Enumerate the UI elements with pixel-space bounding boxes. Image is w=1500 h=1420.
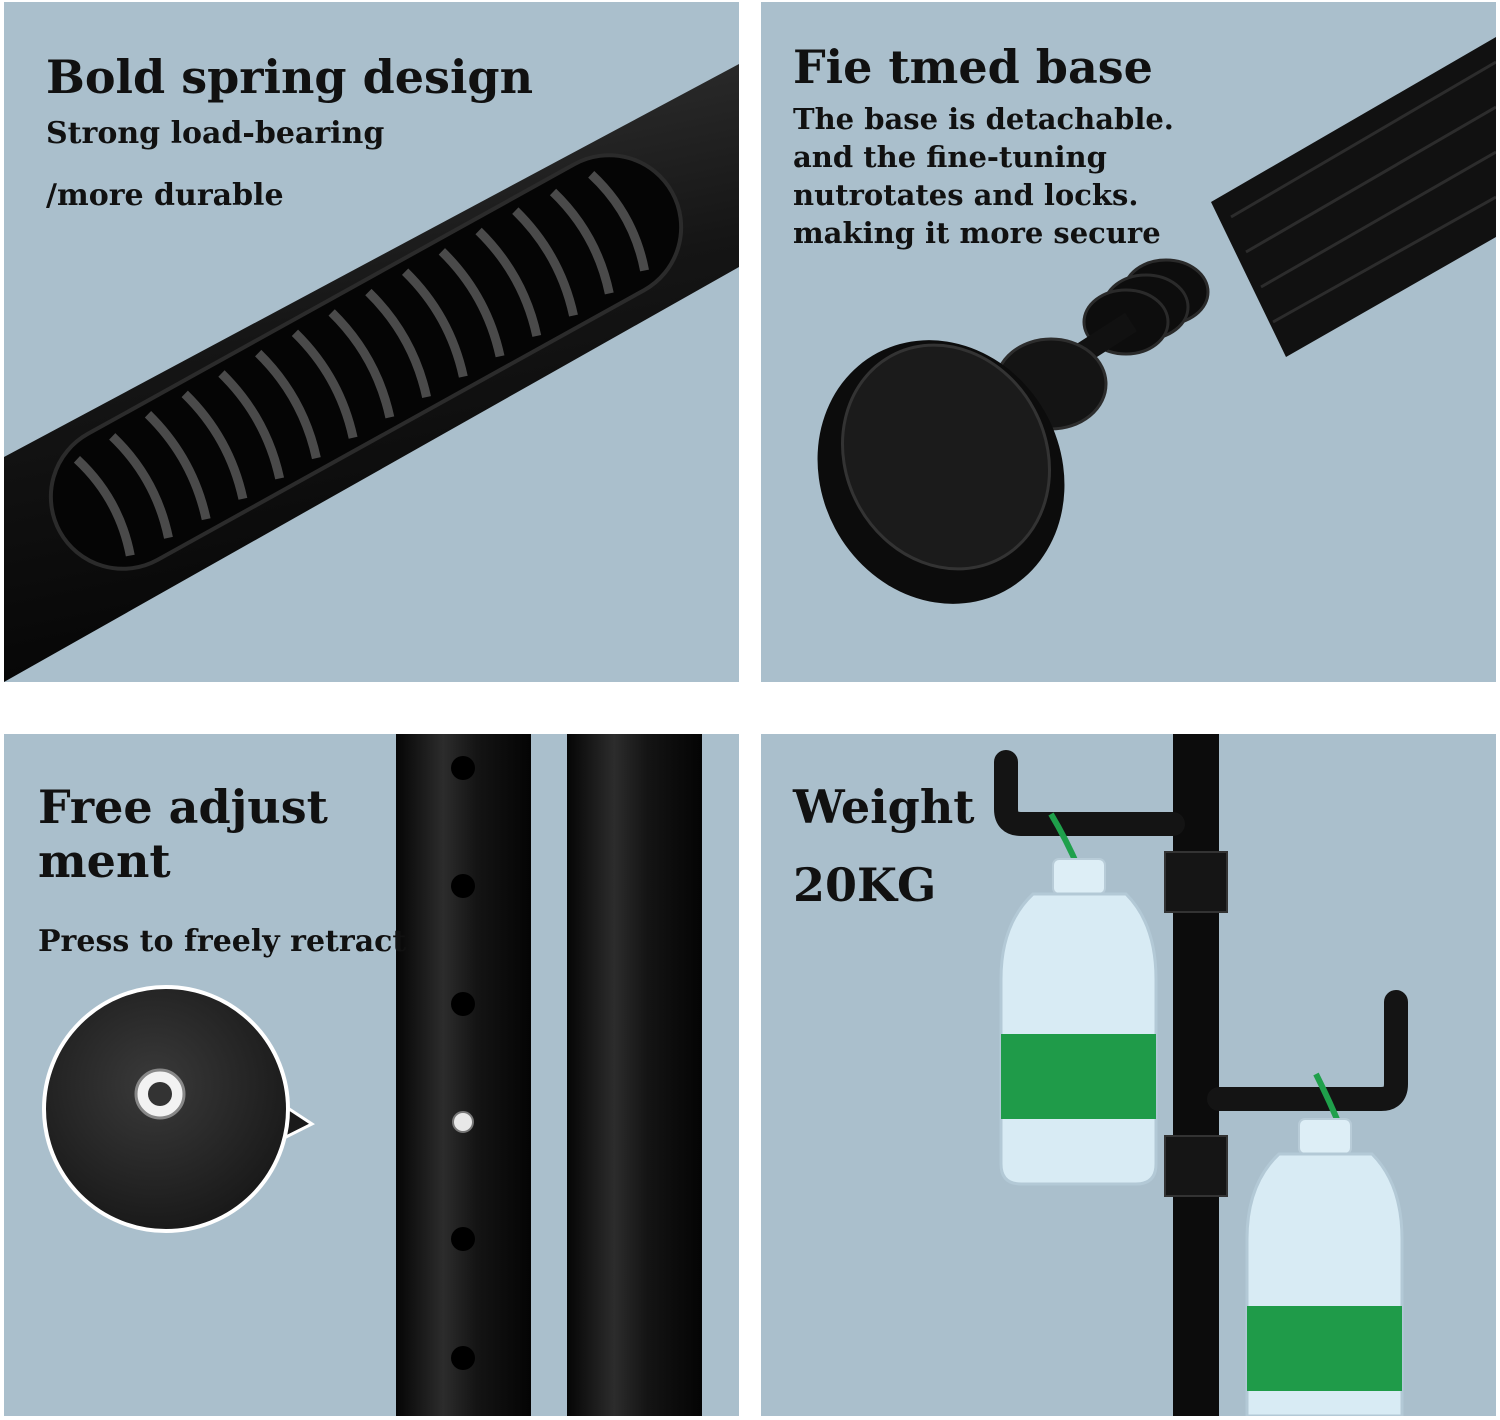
spring-line-2: /more durable (46, 178, 284, 213)
main-pole (1173, 734, 1219, 1416)
base-line-2: and the fine-tuning (793, 140, 1107, 174)
weight-title: Weight (793, 780, 975, 834)
panel-fine-tuned-base: Fie tmed base The base is detachable. an… (761, 2, 1496, 682)
adjust-poles-illustration (42, 734, 702, 1416)
snap-button-small (452, 1111, 474, 1133)
adjust-title-line-1: Free adjust (38, 780, 328, 834)
base-line-1: The base is detachable. (793, 102, 1174, 136)
adjust-subtitle: Press to freely retract (38, 924, 407, 959)
spring-line-1: Strong load-bearing (46, 116, 385, 151)
upper-hook (994, 750, 1185, 836)
base-title: Fie tmed base (793, 40, 1153, 94)
base-foot-illustration (817, 37, 1496, 604)
base-line-3: nutrotates and locks. (793, 178, 1139, 212)
lower-hook (1207, 990, 1408, 1111)
panel-spring-design: Bold spring design Strong load-bearing /… (4, 2, 739, 682)
water-bottle-upper (999, 858, 1158, 1186)
outer-pole (567, 734, 702, 1416)
adjust-title-line-2: ment (38, 834, 171, 888)
pole-joint-lower (1164, 1135, 1228, 1197)
pole-joint-upper (1164, 851, 1228, 913)
spring-title: Bold spring design (46, 50, 534, 104)
spring-tube-illustration (4, 64, 739, 682)
pole-grip (1211, 37, 1496, 357)
water-bottle-lower (1245, 1118, 1404, 1416)
panel-weight-capacity: Weight 20KG (761, 734, 1496, 1416)
panel-free-adjustment: Free adjust ment Press to freely retract (4, 734, 739, 1416)
perforated-pole (396, 734, 531, 1416)
hooks-bottles-illustration (994, 734, 1408, 1416)
base-line-4: making it more secure (793, 216, 1161, 250)
weight-value: 20KG (793, 858, 937, 912)
